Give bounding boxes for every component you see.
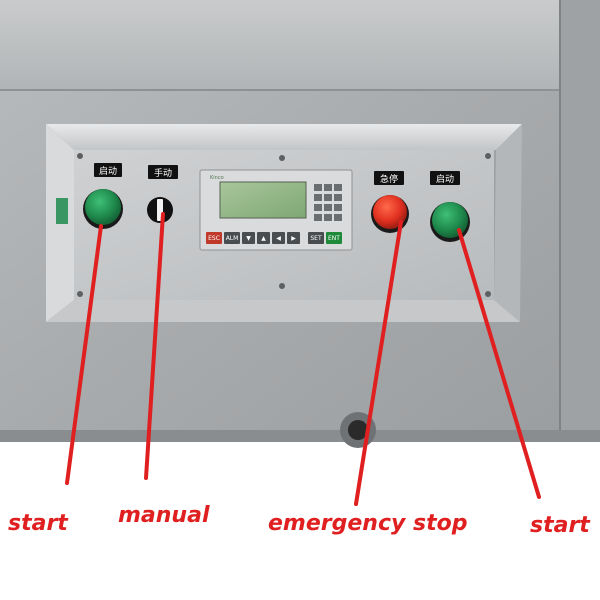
annotation-line-start-left: [65, 224, 103, 485]
hmi-lcd-screen: [219, 181, 307, 219]
hmi-text-display[interactable]: Kinco ESC ALM ▼ ▲ ◀ ▶ SET ENT: [199, 169, 353, 251]
annotation-manual: manual: [118, 503, 210, 528]
emergency-stop-button[interactable]: 急停: [371, 171, 409, 233]
svg-text:◀: ◀: [276, 235, 281, 242]
start-right-plate-label: 启动: [436, 173, 454, 185]
hmi-key-alm[interactable]: [224, 232, 240, 244]
housing-top-band: [0, 0, 600, 90]
hmi-brand: Kinco: [210, 175, 224, 181]
hmi-numeric-keypad[interactable]: [314, 184, 342, 221]
hmi-key-up[interactable]: [257, 232, 270, 244]
annotation-emergency-stop: emergency stop: [268, 511, 467, 536]
annotation-start-left: start: [8, 511, 69, 536]
start-button-left[interactable]: 启动: [83, 163, 123, 229]
annotation-start-right: start: [530, 513, 591, 538]
hmi-key-set[interactable]: [308, 232, 324, 244]
hmi-key-esc[interactable]: [206, 232, 222, 244]
svg-text:ESC: ESC: [208, 235, 220, 242]
hmi-key-left[interactable]: [272, 232, 285, 244]
hmi-function-keys[interactable]: ESC ALM ▼ ▲ ◀ ▶ SET ENT: [206, 232, 342, 244]
annotation-line-estop: [354, 220, 403, 506]
start-left-plate-label: 启动: [99, 165, 117, 177]
svg-text:ALM: ALM: [226, 235, 239, 242]
svg-text:▶: ▶: [291, 235, 296, 242]
hmi-key-right[interactable]: [287, 232, 300, 244]
manual-plate-label: 手动: [154, 167, 172, 179]
annotation-lines: [65, 212, 541, 506]
hmi-key-down[interactable]: [242, 232, 255, 244]
annotation-line-manual: [144, 212, 165, 480]
housing-right-edge: [560, 0, 600, 442]
panel-screws: [77, 153, 491, 297]
side-green-indicator: [56, 198, 68, 224]
svg-text:ENT: ENT: [328, 235, 340, 242]
svg-text:▼: ▼: [246, 235, 251, 242]
svg-text:▲: ▲: [261, 235, 266, 242]
svg-text:SET: SET: [310, 235, 322, 242]
hmi-key-ent[interactable]: [326, 232, 342, 244]
annotation-line-start-right: [457, 228, 541, 499]
estop-plate-label: 急停: [380, 173, 398, 185]
